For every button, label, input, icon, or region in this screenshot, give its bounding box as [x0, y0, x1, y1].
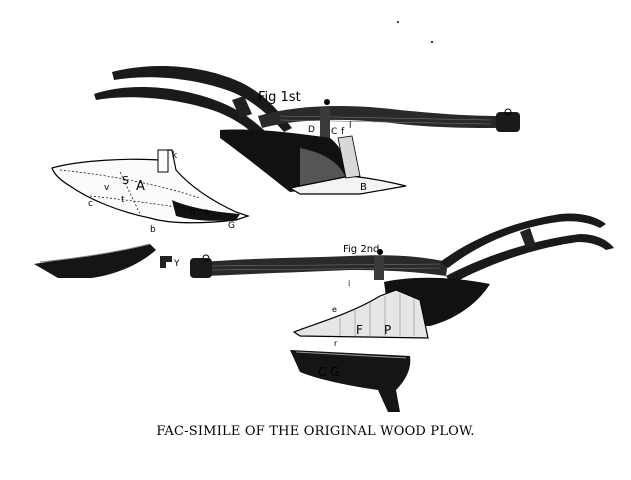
moldboard-detail-outline: [51, 149, 250, 224]
fig2-landside: [290, 350, 411, 412]
detail-letter-Y: Y: [173, 259, 180, 269]
speck: [397, 21, 399, 23]
fig2-share: [292, 289, 429, 339]
fig1-letter-C: C: [331, 127, 337, 137]
fig1-clevis-bolt: [504, 108, 512, 116]
detail-letter-G: G: [228, 221, 235, 231]
fig2-handle-rung: [520, 228, 536, 248]
detail-letter-b: b: [150, 225, 156, 235]
landside-detail-edge: [39, 243, 151, 263]
fig1-handle-rung: [232, 96, 252, 118]
detail-letter-A: A: [136, 179, 145, 194]
moldboard-detail-guides: [59, 169, 211, 215]
fig2-letters-CG: C G: [318, 365, 340, 379]
figure-caption: FAC-SIMILE OF THE ORIGINAL WOOD PLOW.: [156, 424, 475, 439]
detail-letter-a: a: [204, 207, 209, 216]
fig2-share-hatching: [339, 294, 415, 336]
fig1-label: Fig 1st: [258, 90, 301, 105]
detail-letter-k: k: [172, 151, 178, 161]
detail-letter-S: S: [122, 174, 129, 187]
fig2-letter-r: r: [334, 339, 338, 348]
landside-detail: Y: [34, 243, 180, 278]
fig1-beam: [258, 106, 500, 128]
fig1-beam-grain: [279, 115, 491, 125]
fig2-clevis-bolt: [202, 254, 210, 262]
fig1-letter-D: D: [308, 125, 315, 135]
fig1-clevis: [496, 112, 520, 132]
fig1-lower-handle: [94, 87, 268, 138]
fig2-letter-i: i: [348, 279, 350, 288]
fig1-letter-B: B: [360, 182, 367, 193]
fig2-letter-P: P: [384, 323, 391, 337]
fig2-landside-edge: [295, 351, 407, 359]
speck: [431, 41, 433, 43]
fig1-landside: [337, 135, 361, 179]
moldboard-detail: k S A v t c b h a G: [51, 149, 250, 235]
detail-letter-t: t: [121, 195, 125, 205]
fig2-beam: [204, 255, 448, 276]
fig2-letter-F: F: [356, 323, 363, 337]
fig2-beam-grain: [209, 263, 441, 271]
fig1-moldboard-face: [300, 148, 346, 186]
fig-1-plow: Fig 1st D C f l B: [94, 66, 520, 195]
detail-letter-h: h: [190, 207, 195, 216]
detail-letter-v: v: [104, 183, 110, 193]
landside-detail-shape: [34, 244, 156, 278]
fig1-upper-handle: [112, 66, 292, 132]
fig2-standard-bolt: [377, 249, 383, 255]
fig-2-plow: Fig 2nd i e F P r C G: [190, 213, 614, 412]
fig2-clevis: [190, 258, 212, 278]
moldboard-detail-shade: [172, 200, 240, 221]
fig2-letter-e: e: [332, 305, 337, 314]
moldboard-detail-post: [157, 149, 169, 173]
fig1-letter-l: l: [349, 121, 352, 131]
fig1-letter-f: f: [341, 127, 345, 137]
fig1-standard-bolt: [324, 99, 330, 105]
fig1-standard: [320, 108, 330, 148]
fig2-standard: [374, 256, 384, 280]
fig2-upper-handle: [440, 213, 606, 268]
detail-letter-c: c: [88, 199, 93, 209]
bracket-detail: [160, 256, 172, 268]
fig2-label: Fig 2nd: [343, 244, 379, 255]
